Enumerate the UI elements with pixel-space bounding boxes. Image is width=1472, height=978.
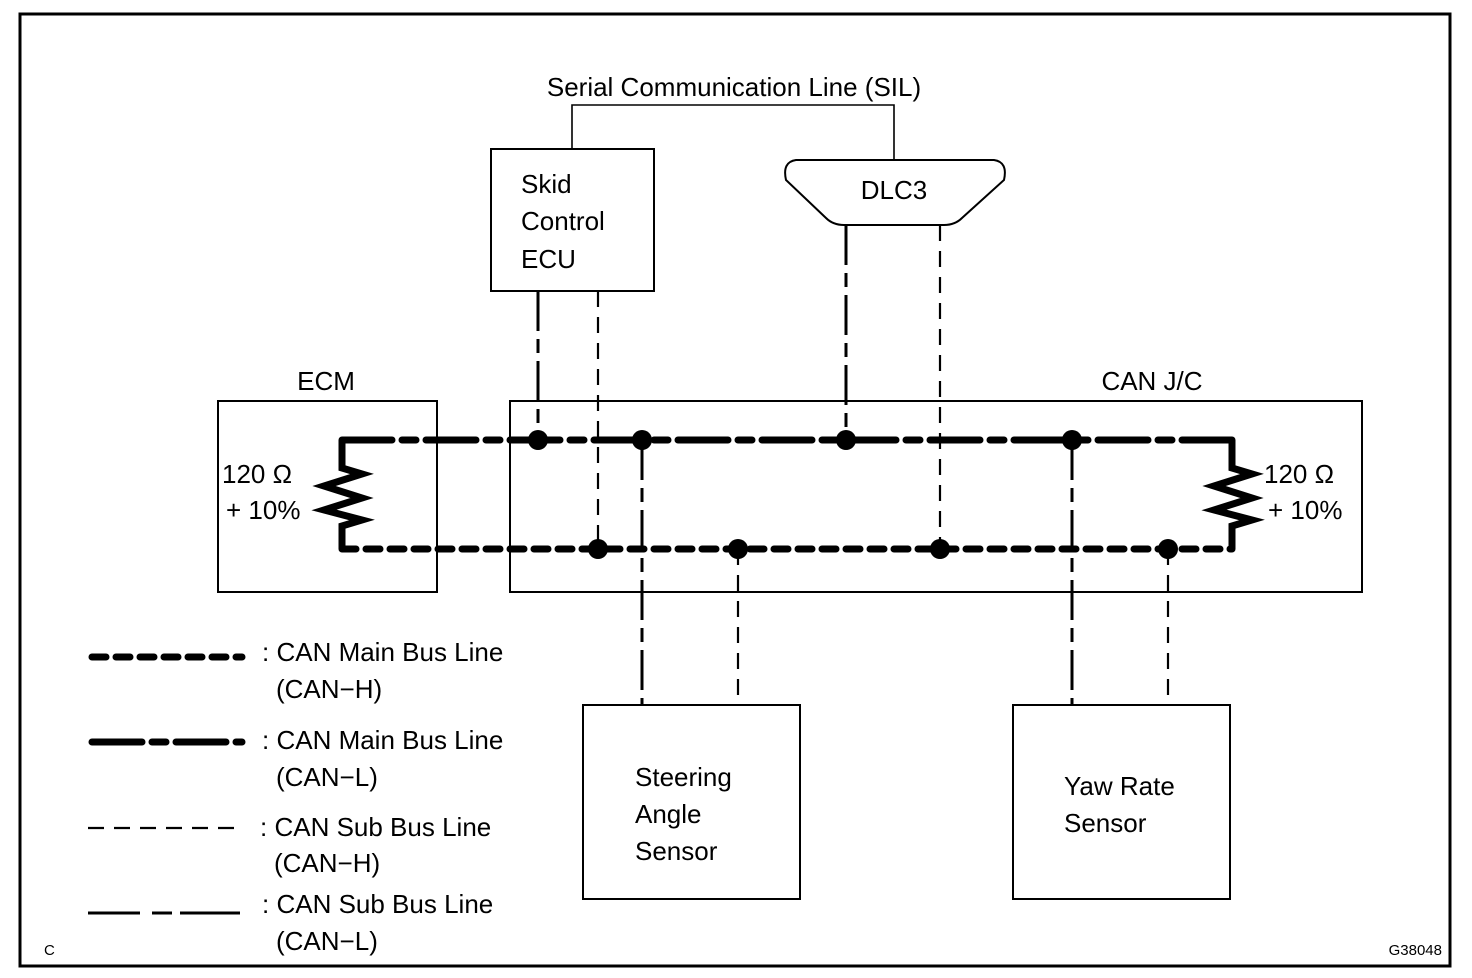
skid-ecu-label-1: Skid xyxy=(521,169,572,199)
legend-sub-main-l: (CAN−L) xyxy=(276,762,378,792)
legend-label-sub-l: : CAN Sub Bus Line xyxy=(262,889,493,919)
can-junction-connector: CAN J/C 120 Ω + 10% xyxy=(509,366,1363,593)
steering-sensor-label-1: Steering xyxy=(635,762,732,792)
yaw-sensor-label-2: Sensor xyxy=(1064,808,1147,838)
legend-sub-sub-h: (CAN−H) xyxy=(274,848,380,878)
junction-node-steering-h xyxy=(728,539,748,559)
legend-sub-sub-l: (CAN−L) xyxy=(276,926,378,956)
can-jc-resistor-value: 120 Ω xyxy=(1264,459,1334,489)
can-jc-resistor-tolerance: + 10% xyxy=(1268,495,1342,525)
corner-label-left: C xyxy=(44,942,55,959)
figure-code: G38048 xyxy=(1389,942,1442,959)
ecm-box xyxy=(217,400,438,593)
yaw-rate-sensor: Yaw Rate Sensor xyxy=(1012,704,1231,900)
legend-label-main-h: : CAN Main Bus Line xyxy=(262,637,503,667)
legend: : CAN Main Bus Line (CAN−H) : CAN Main B… xyxy=(88,637,503,956)
legend-label-sub-h: : CAN Sub Bus Line xyxy=(260,812,491,842)
sil-line xyxy=(571,104,895,160)
steering-sensor-label-2: Angle xyxy=(635,799,702,829)
ecm-resistor-value: 120 Ω xyxy=(222,459,292,489)
junction-node-skid-h xyxy=(588,539,608,559)
can-jc-box xyxy=(509,400,1363,593)
skid-control-ecu: Skid Control ECU xyxy=(490,148,655,292)
ecm-label: ECM xyxy=(297,366,355,396)
dlc3-label: DLC3 xyxy=(861,175,927,205)
steering-sensor-box xyxy=(582,704,801,900)
sil-title: Serial Communication Line (SIL) xyxy=(547,72,921,102)
dlc3-shape xyxy=(784,159,1006,226)
can-jc-resistor-icon xyxy=(1201,440,1265,549)
steering-angle-sensor: Steering Angle Sensor xyxy=(582,704,801,900)
junction-node-steering-l xyxy=(632,430,652,450)
dlc3-connector: DLC3 xyxy=(784,159,1006,226)
junction-node-skid-l xyxy=(528,430,548,450)
ecm-resistor-tolerance: + 10% xyxy=(226,495,300,525)
junction-node-yaw-l xyxy=(1062,430,1082,450)
skid-ecu-label-3: ECU xyxy=(521,244,576,274)
yaw-sensor-label-1: Yaw Rate xyxy=(1064,771,1175,801)
legend-sub-main-h: (CAN−H) xyxy=(276,674,382,704)
legend-label-main-l: : CAN Main Bus Line xyxy=(262,725,503,755)
junction-node-yaw-h xyxy=(1158,539,1178,559)
ecm: ECM 120 Ω + 10% xyxy=(217,366,438,593)
ecm-resistor-icon xyxy=(311,440,375,549)
yaw-sensor-box xyxy=(1012,704,1231,900)
steering-sensor-label-3: Sensor xyxy=(635,836,718,866)
junction-node-dlc3-l xyxy=(836,430,856,450)
skid-ecu-label-2: Control xyxy=(521,206,605,236)
junction-node-dlc3-h xyxy=(930,539,950,559)
diagram-frame xyxy=(18,12,1452,968)
skid-ecu-box xyxy=(490,148,655,292)
can-jc-label: CAN J/C xyxy=(1101,366,1202,396)
